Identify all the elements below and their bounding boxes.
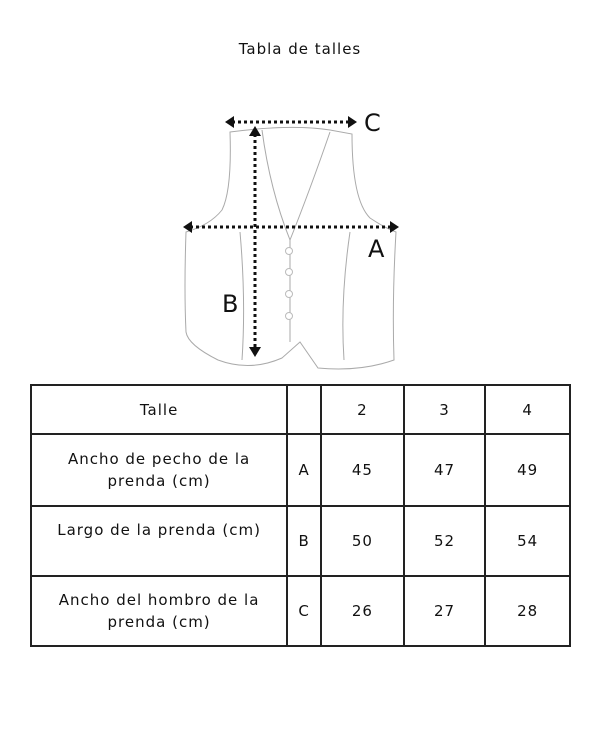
header-size: 2 xyxy=(320,384,405,435)
header-size: 3 xyxy=(402,384,487,435)
header-label: Talle xyxy=(29,384,289,435)
table-header-row: Talle 2 3 4 xyxy=(29,384,571,435)
cell-value: 54 xyxy=(484,505,571,577)
table-row: Largo de la prenda (cm) B 50 52 54 xyxy=(29,505,571,577)
label-a: A xyxy=(368,235,385,263)
header-code xyxy=(286,384,323,435)
table-row: Ancho de pecho de la prenda (cm) A 45 47… xyxy=(29,433,571,507)
label-b: B xyxy=(222,290,239,318)
cell-value: 52 xyxy=(402,505,487,577)
cell-value: 49 xyxy=(484,433,571,507)
cell-value: 26 xyxy=(320,575,405,647)
row-code: A xyxy=(286,433,323,507)
cell-value: 27 xyxy=(402,575,487,647)
cell-value: 45 xyxy=(320,433,405,507)
header-size: 4 xyxy=(484,384,571,435)
label-c: C xyxy=(364,109,381,137)
cell-value: 28 xyxy=(484,575,571,647)
button-icons xyxy=(285,247,293,320)
row-label: Largo de la prenda (cm) xyxy=(29,505,289,577)
row-code: B xyxy=(286,505,323,577)
vest-diagram xyxy=(183,116,399,370)
cell-value: 47 xyxy=(402,433,487,507)
size-table: Talle 2 3 4 Ancho de pecho de la prenda … xyxy=(29,384,571,647)
page-title: Tabla de talles xyxy=(238,40,362,58)
row-label: Ancho del hombro de la prenda (cm) xyxy=(29,575,289,647)
cell-value: 50 xyxy=(320,505,405,577)
row-code: C xyxy=(286,575,323,647)
arrowheads xyxy=(183,116,399,357)
row-label: Ancho de pecho de la prenda (cm) xyxy=(29,433,289,507)
table-row: Ancho del hombro de la prenda (cm) C 26 … xyxy=(29,575,571,647)
